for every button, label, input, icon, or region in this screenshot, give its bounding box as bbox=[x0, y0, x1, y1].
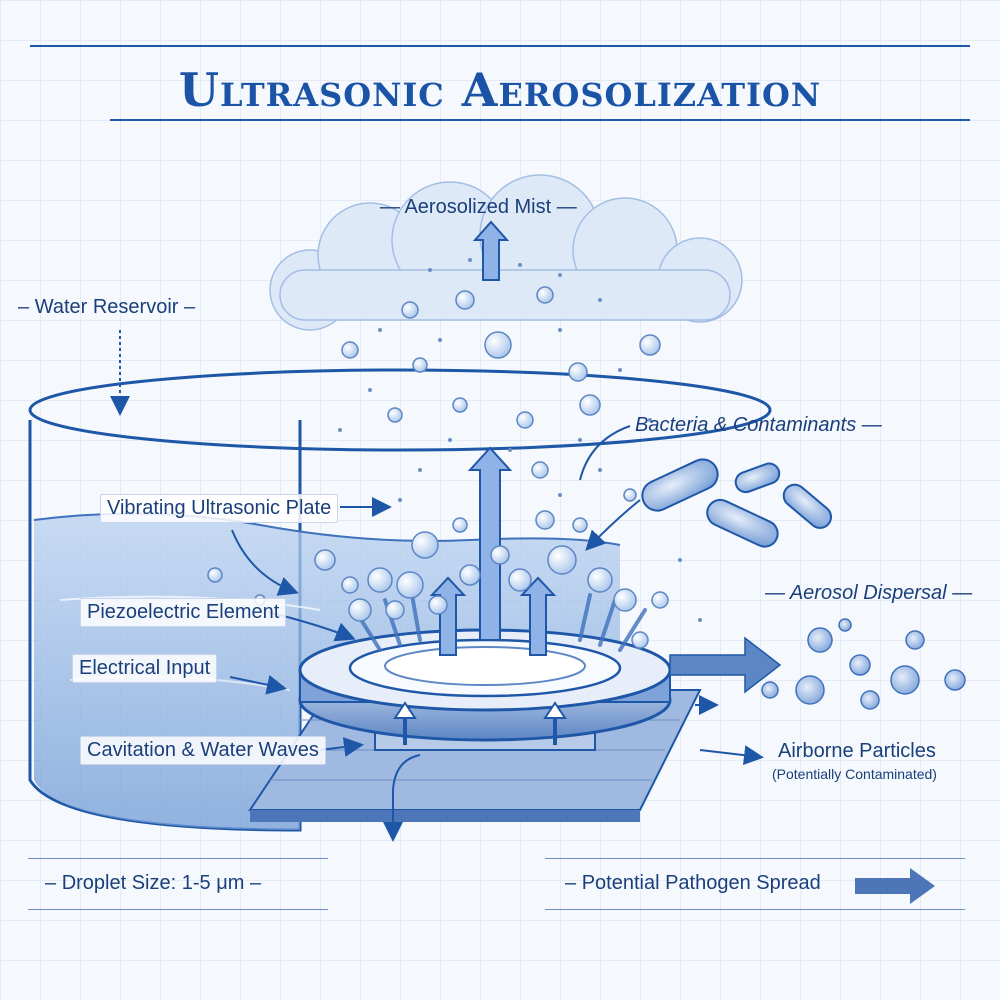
bacteria-icons bbox=[641, 458, 833, 548]
droplets bbox=[207, 286, 669, 649]
mist-particles bbox=[338, 258, 702, 622]
label-piezoelectric-element: Piezoelectric Element bbox=[80, 598, 287, 627]
footer-pathogen-spread bbox=[545, 858, 965, 910]
dispersal-arrows bbox=[669, 636, 935, 904]
airborne-particle-icons bbox=[761, 618, 966, 710]
mist-cloud bbox=[269, 174, 743, 331]
label-bacteria-contaminants: Bacteria & Contaminants — bbox=[635, 414, 882, 436]
label-vibrating-plate: Vibrating Ultrasonic Plate bbox=[100, 494, 339, 523]
label-airborne-particles: Airborne Particles bbox=[778, 740, 936, 762]
label-aerosol-dispersal: — Aerosol Dispersal — bbox=[765, 582, 973, 604]
label-pathogen-spread: – Potential Pathogen Spread bbox=[565, 872, 821, 894]
page-title: Ultrasonic Aerosolization bbox=[178, 63, 822, 117]
label-cavitation: Cavitation & Water Waves bbox=[80, 736, 326, 765]
label-aerosolized-mist: — Aerosolized Mist — bbox=[380, 196, 577, 218]
title-rule-bottom bbox=[110, 119, 970, 121]
footer-droplet-size bbox=[28, 858, 328, 910]
label-water-reservoir: – Water Reservoir – bbox=[18, 296, 196, 318]
label-droplet-size: – Droplet Size: 1-5 μm – bbox=[45, 872, 262, 894]
title-rule-top bbox=[30, 45, 970, 47]
label-airborne-note: (Potentially Contaminated) bbox=[772, 766, 937, 782]
ultrasonic-transducer bbox=[298, 628, 672, 751]
label-electrical-input: Electrical Input bbox=[72, 654, 218, 683]
